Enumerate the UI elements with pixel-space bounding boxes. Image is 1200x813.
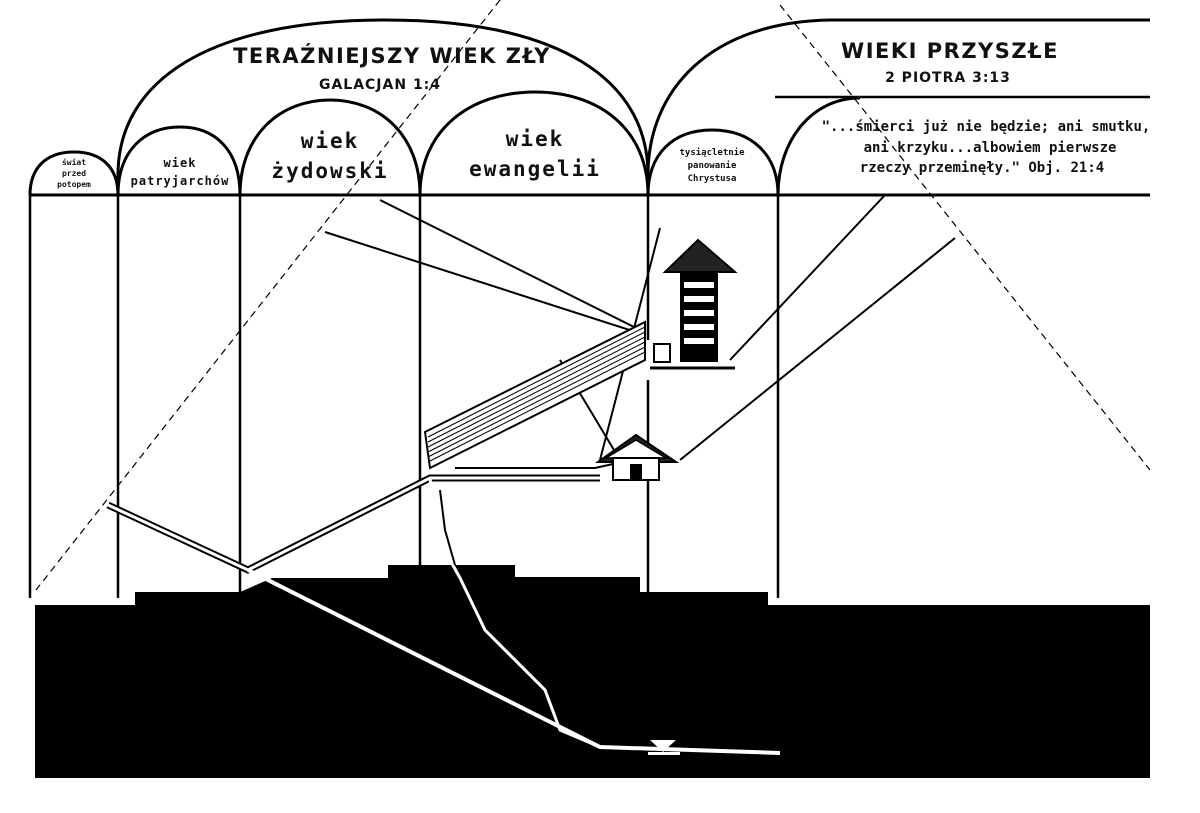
future-ages-title: WIEKI PRZYSZŁE xyxy=(841,39,1059,63)
cross-line-b xyxy=(379,199,641,331)
age-before-flood-line-2: przed xyxy=(62,169,86,178)
grave-mark xyxy=(648,740,680,755)
present-evil-world-arc xyxy=(116,18,650,195)
age-gospel-line-1: wiek xyxy=(506,127,565,151)
before-flood-arch xyxy=(28,150,120,196)
millennium-arch xyxy=(646,128,780,196)
gospel-arch xyxy=(418,90,650,196)
age-millennium-line-2: panowanie xyxy=(688,160,737,171)
revelation-quote-line-1: "...śmierci już nie będzie; ani smutku, xyxy=(822,119,1151,135)
flow-path-main xyxy=(106,474,600,574)
dashed-diagonal-left xyxy=(35,0,501,591)
revelation-quote-line-2: ani krzyku...albowiem pierwsze xyxy=(864,140,1117,156)
age-jewish-line-1: wiek xyxy=(301,129,360,153)
ground-mass xyxy=(35,565,1150,778)
revelation-quote-line-3: rzeczy przeminęły." Obj. 21:4 xyxy=(860,160,1104,176)
age-before-flood-line-1: świat xyxy=(62,157,86,167)
dashed-diagonal-right xyxy=(779,4,1151,471)
upper-tower xyxy=(650,238,738,370)
lower-house xyxy=(594,433,680,481)
world-to-come-arc xyxy=(646,18,1150,176)
age-patriarchs-line-1: wiek xyxy=(164,156,197,170)
future-ages-arch xyxy=(776,96,861,196)
rising-plane xyxy=(423,320,646,470)
flow-path-main-inner xyxy=(107,476,600,572)
descent-path-2-edge xyxy=(439,489,456,566)
age-patriarchs-line-2: patryjarchów xyxy=(131,174,230,188)
cross-line-e xyxy=(679,237,956,461)
present-age-title: TERAŹNIEJSZY WIEK ZŁY xyxy=(233,43,551,68)
age-gospel-line-2: ewangelii xyxy=(469,157,601,181)
age-jewish-line-2: żydowski xyxy=(271,159,388,183)
age-before-flood-line-3: potopem xyxy=(57,180,91,189)
age-millennium-line-3: Chrystusa xyxy=(688,174,737,184)
patriarchs-arch xyxy=(116,125,242,196)
age-millennium-line-1: tysiącletnie xyxy=(679,147,745,158)
present-age-reference: GALACJAN 1:4 xyxy=(319,77,441,93)
future-ages-reference: 2 PIOTRA 3:13 xyxy=(885,70,1011,86)
cross-line-d xyxy=(729,194,886,361)
cross-line-a xyxy=(324,231,646,336)
jewish-arch xyxy=(238,98,422,196)
descent-path-2 xyxy=(428,477,601,749)
